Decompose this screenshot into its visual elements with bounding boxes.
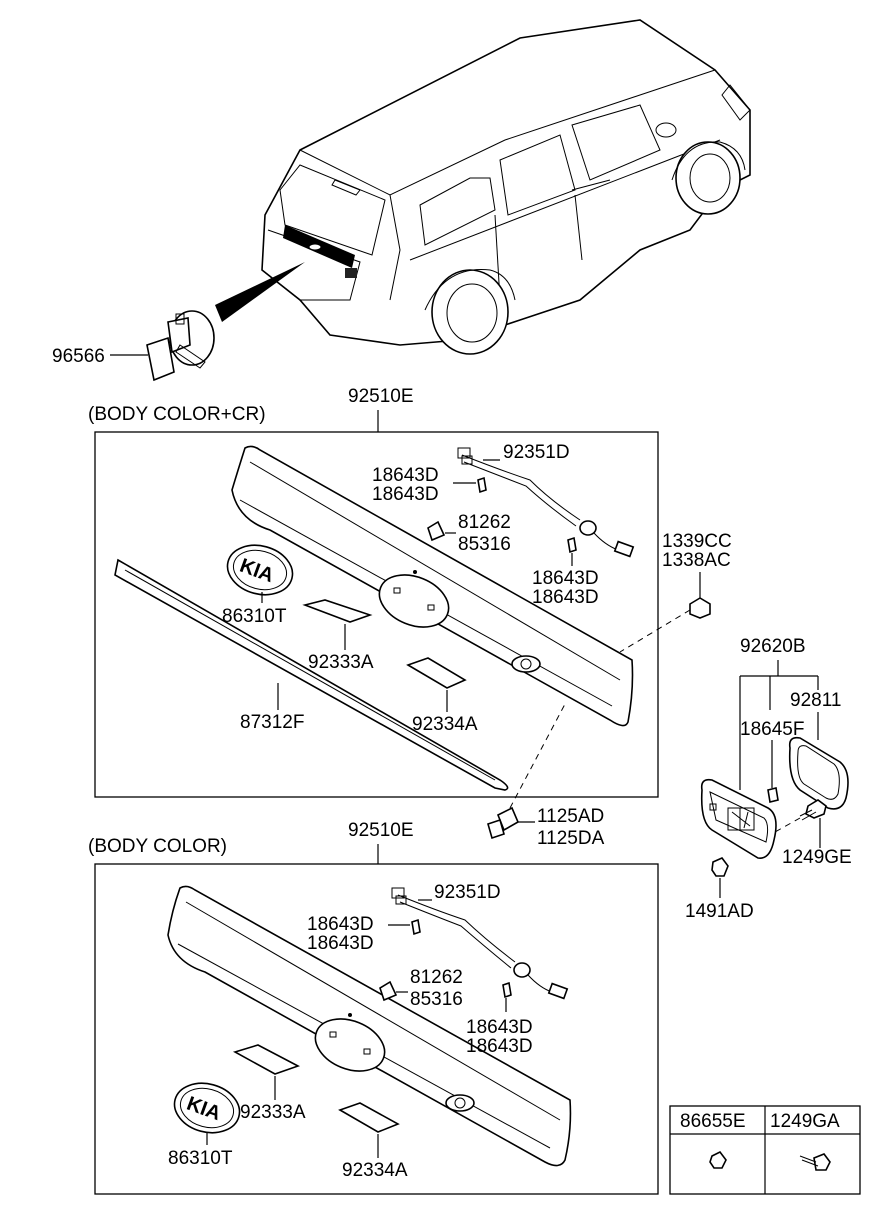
bulb-18643D-a: [477, 476, 487, 494]
label-85316-bottom: 85316: [410, 989, 463, 1010]
label-1491AD: 1491AD: [685, 901, 754, 922]
label-1125DA: 1125DA: [537, 828, 605, 849]
pad-92334A-bottom: [338, 1102, 400, 1133]
label-18643D-b1: 18643D: [532, 568, 599, 589]
clip-1125AD: [487, 806, 520, 840]
label-81262-top: 81262: [458, 512, 511, 533]
pointer-arrow: [215, 262, 305, 322]
label-92333A-top: 92333A: [308, 652, 374, 673]
label-92510E-bottom: 92510E: [348, 820, 414, 841]
legend-col-86655E: 86655E: [680, 1111, 746, 1132]
clip-86655E: [709, 1150, 727, 1169]
label-81262-bottom: 81262: [410, 967, 463, 988]
garnish-panel-bottom: [167, 885, 572, 1167]
section-box-bottom: [94, 863, 659, 1195]
label-18643D-b2: 18643D: [532, 587, 599, 608]
section-title-body-color: (BODY COLOR): [88, 836, 227, 857]
label-92811: 92811: [790, 690, 841, 711]
label-92620B: 92620B: [740, 636, 806, 657]
kia-emblem-bottom: KIA: [173, 1082, 241, 1134]
wiring-harness-bottom: [391, 887, 569, 1000]
kia-emblem-top: KIA: [226, 544, 294, 596]
lamp-housing-92620B: [700, 778, 777, 859]
label-85316-top: 85316: [458, 534, 511, 555]
section-title-body-color-cr: (BODY COLOR+CR): [88, 404, 266, 425]
license-lamp-assembly: [146, 310, 215, 382]
bulb-18643D-b: [567, 536, 577, 554]
label-1249GE: 1249GE: [782, 847, 852, 868]
garnish-panel-top: [231, 445, 634, 727]
wiring-harness-top: [457, 447, 635, 558]
label-86310T-bottom: 86310T: [168, 1148, 233, 1169]
bulb-18645F: [767, 787, 779, 803]
nut-1491AD: [711, 857, 729, 877]
screw-1249GE: [799, 799, 827, 821]
label-1125AD: 1125AD: [537, 806, 604, 827]
bulb-18643D-c: [411, 918, 421, 936]
label-1339CC: 1339CC: [662, 531, 732, 552]
screw-1249GA: [799, 1153, 831, 1171]
label-18645F: 18645F: [740, 719, 804, 740]
label-92510E-top: 92510E: [348, 386, 414, 407]
legend-table: 86655E 1249GA: [669, 1105, 861, 1195]
pad-92333A-top: [302, 599, 373, 623]
pad-92333A-bottom: [232, 1044, 301, 1075]
bulb-18643D-d: [502, 981, 512, 999]
label-18643D-d2: 18643D: [466, 1036, 533, 1057]
label-96566: 96566: [52, 346, 105, 367]
legend-col-1249GA: 1249GA: [770, 1111, 840, 1132]
label-92333A-bottom: 92333A: [240, 1102, 306, 1123]
label-18643D-a1: 18643D: [372, 465, 439, 486]
label-86310T-top: 86310T: [222, 606, 287, 627]
label-18643D-d1: 18643D: [466, 1017, 533, 1038]
label-92334A-bottom: 92334A: [342, 1160, 408, 1181]
label-92334A-top: 92334A: [412, 714, 478, 735]
nut-1339CC: [689, 597, 711, 619]
section-box-top: [94, 431, 659, 798]
pad-92334A-top: [406, 657, 467, 689]
lamp-lens-92811: [788, 736, 849, 810]
label-18643D-c1: 18643D: [307, 914, 374, 935]
chrome-strip: [114, 558, 509, 791]
vehicle-illustration: [261, 19, 751, 355]
label-92351D-top: 92351D: [503, 442, 570, 463]
clip-81262-top: [427, 520, 446, 542]
clip-81262-bottom: [379, 980, 398, 1002]
label-18643D-c2: 18643D: [307, 933, 374, 954]
label-87312F: 87312F: [240, 712, 304, 733]
label-18643D-a2: 18643D: [372, 484, 439, 505]
label-92351D-bottom: 92351D: [434, 882, 501, 903]
label-1338AC: 1338AC: [662, 550, 731, 571]
